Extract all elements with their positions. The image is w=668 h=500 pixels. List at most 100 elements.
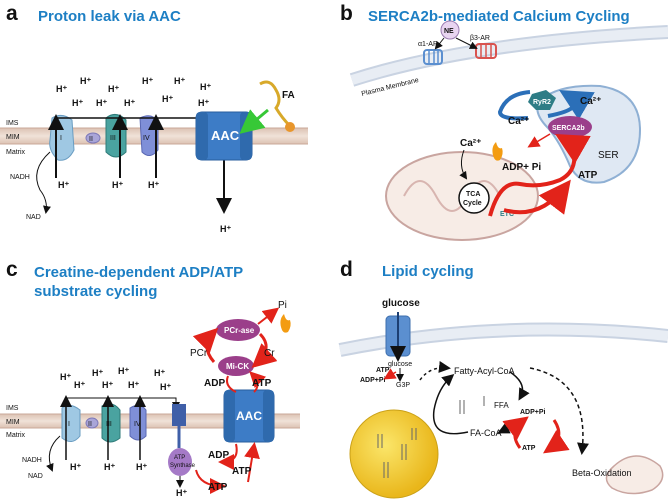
glucose-label: glucose <box>382 298 420 309</box>
h-plus: H⁺ <box>118 366 129 376</box>
atp-label-bottom-right: ATP <box>232 466 252 477</box>
h-plus: H⁺ <box>92 368 103 378</box>
complex-iii-label-c: III <box>106 421 112 428</box>
adp-pi-label-d: ADP+Pi <box>360 377 386 384</box>
complex-ii-label-c: II <box>88 421 92 428</box>
ne-label: NE <box>444 28 454 35</box>
h-plus: H⁺ <box>108 84 119 94</box>
aac-label-c: AAC <box>236 409 262 423</box>
h-plus: H⁺ <box>162 94 173 104</box>
cr-label: Cr <box>264 348 275 359</box>
nadh-label: NADH <box>10 174 30 181</box>
panel-a-title: Proton leak via AAC <box>38 8 181 25</box>
atp-synthase-f1 <box>168 448 192 476</box>
h-plus: H⁺ <box>56 84 67 94</box>
atp-synthesis-arrow <box>503 179 571 215</box>
panel-c: c Creatine-dependent ADP/ATP substrate c… <box>0 258 300 498</box>
atp-synthase-label-2: Synthase <box>170 463 196 469</box>
fatty-acyl-coa-label: Fatty-Acyl-CoA <box>454 366 515 376</box>
ryr2-label: RyR2 <box>533 99 551 106</box>
beta-oxidation-label: Beta-Oxidation <box>572 468 632 478</box>
serca2b-label: SERCA2b <box>552 125 585 132</box>
atp-label-d: ATP <box>376 367 390 374</box>
atp-label-2: ATP <box>522 445 536 452</box>
tca-label-2: Cycle <box>463 200 482 207</box>
ims-label: IMS <box>6 120 19 127</box>
h-plus: H⁺ <box>124 98 135 108</box>
pcr-ase-enzyme <box>216 319 260 341</box>
complex-i-label-c: I <box>68 421 70 428</box>
atp-synthase-label-1: ATP <box>174 455 185 461</box>
mim-label-c: MIM <box>6 419 20 426</box>
h-plus: H⁺ <box>72 98 83 108</box>
ffa-label: FFA <box>494 401 509 410</box>
complex-iv-label-c: IV <box>134 421 141 428</box>
adp-pi-label-2: ADP+Pi <box>520 409 546 416</box>
ims-label-c: IMS <box>6 405 19 412</box>
fatty-acid-chain <box>259 80 292 128</box>
h-plus: H⁺ <box>176 488 187 498</box>
atp-label-bottom: ATP <box>208 482 228 493</box>
panel-d: d Lipid cycling glucose glucose G3P ATP … <box>338 258 668 499</box>
complex-ii-shape <box>85 132 101 144</box>
pcr-ase-label: PCr-ase <box>224 326 255 335</box>
atp-label-top: ATP <box>252 378 272 389</box>
panel-c-title-1: Creatine-dependent ADP/ATP <box>34 264 243 281</box>
ca-label-cyto: Ca²⁺ <box>508 116 529 127</box>
h-plus: H⁺ <box>74 380 85 390</box>
fa-coa-label: FA-CoA <box>470 428 502 438</box>
ser-label: SER <box>598 150 619 161</box>
panel-b-title: SERCA2b-mediated Calcium Cycling <box>368 8 630 25</box>
h-plus: H⁺ <box>220 224 231 234</box>
ryr2-channel <box>528 90 556 110</box>
h-plus: H⁺ <box>198 98 209 108</box>
mi-ck-label: Mi-CK <box>226 362 249 371</box>
nad-label: NAD <box>26 214 41 221</box>
a1ar-label: α1-AR <box>418 41 438 48</box>
b3ar-label: β3-AR <box>470 35 490 42</box>
atp-synthase-fo <box>172 404 186 426</box>
nad-label-c: NAD <box>28 473 43 480</box>
h-plus: H⁺ <box>60 372 71 382</box>
pi-label: Pi <box>278 300 287 311</box>
panel-c-letter: c <box>6 258 18 281</box>
complex-i-shape-c <box>61 404 81 442</box>
panel-a: a Proton leak via AAC IMS MIM Matrix I I… <box>0 2 308 234</box>
mim-label: MIM <box>6 134 20 141</box>
complex-iii-shape <box>105 114 127 158</box>
complex-ii-shape-c <box>85 417 99 429</box>
complex-iv-label: IV <box>143 135 150 142</box>
h-plus: H⁺ <box>102 380 113 390</box>
mitochondrion-d <box>605 455 664 495</box>
etc-label: ETC <box>500 211 514 218</box>
matrix-label: Matrix <box>6 149 26 156</box>
ne-molecule <box>440 20 460 40</box>
nadh-label-c: NADH <box>22 457 42 464</box>
complex-iii-label: III <box>110 135 116 142</box>
h-plus: H⁺ <box>104 462 115 472</box>
tca-label-1: TCA <box>466 191 480 198</box>
h-plus: H⁺ <box>96 98 107 108</box>
lipid-droplet <box>349 409 439 499</box>
adp-pi-label: ADP+ Pi <box>502 162 541 173</box>
panel-d-letter: d <box>340 258 353 281</box>
ca-label-mito: Ca²⁺ <box>460 138 481 149</box>
flame-icon-c <box>280 314 291 333</box>
h-plus: H⁺ <box>148 180 159 190</box>
panel-c-title-2: substrate cycling <box>34 283 157 300</box>
ca-label-ser: Ca²⁺ <box>580 96 601 107</box>
adp-label-bottom: ADP <box>208 450 229 461</box>
h-plus: H⁺ <box>142 76 153 86</box>
tca-cycle <box>458 182 490 214</box>
atp-label: ATP <box>578 170 598 181</box>
h-plus: H⁺ <box>128 380 139 390</box>
beta3-ar-receptor <box>475 43 497 59</box>
h-plus: H⁺ <box>136 462 147 472</box>
h-plus: H⁺ <box>174 76 185 86</box>
h-plus: H⁺ <box>160 382 171 392</box>
serca2b-pump <box>548 116 592 138</box>
glucose-small-label: glucose <box>388 361 412 368</box>
g3p-label: G3P <box>396 382 410 389</box>
fatty-acid-head <box>285 122 295 132</box>
